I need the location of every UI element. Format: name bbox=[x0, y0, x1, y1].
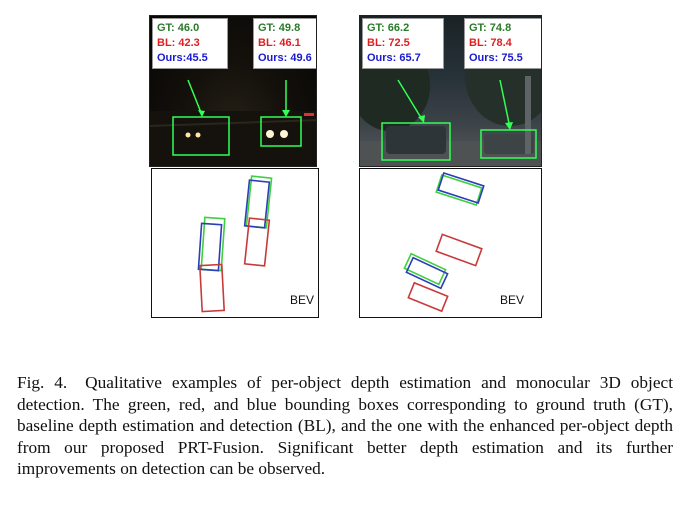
depth-label-box: GT: 66.2 BL: 72.5 Ours: 65.7 bbox=[362, 18, 444, 69]
left-bev-drawing bbox=[197, 175, 273, 313]
bl-value: BL: 72.5 bbox=[367, 37, 410, 49]
caption-text: Qualitative examples of per-object depth… bbox=[17, 373, 673, 478]
ours-value: Ours: 65.7 bbox=[367, 52, 421, 64]
gt-value: GT: 66.2 bbox=[367, 22, 410, 34]
gt-value: GT: 46.0 bbox=[157, 22, 200, 34]
ours-value: Ours: 49.6 bbox=[258, 52, 312, 64]
ours-value: Ours: 75.5 bbox=[469, 52, 523, 64]
detection-box-green bbox=[381, 122, 451, 161]
detection-box-green bbox=[260, 116, 302, 147]
left-bev-panel: BEV bbox=[151, 168, 319, 318]
detection-box-green bbox=[172, 116, 230, 156]
car-headlight bbox=[280, 130, 288, 138]
bev-box-ours bbox=[197, 222, 223, 272]
bev-box-bl bbox=[243, 217, 271, 267]
bev-label: BEV bbox=[290, 293, 315, 307]
bl-value: BL: 46.1 bbox=[258, 37, 301, 49]
pointer-arrow bbox=[499, 79, 511, 129]
ours-value: Ours:45.5 bbox=[157, 52, 208, 64]
parked-car bbox=[386, 126, 446, 154]
bev-box-ours bbox=[243, 179, 271, 229]
detection-box-green bbox=[480, 129, 537, 159]
gt-value: GT: 74.8 bbox=[469, 22, 512, 34]
bev-box-gt bbox=[435, 173, 483, 207]
arrow-head bbox=[418, 115, 425, 123]
gt-value: GT: 49.8 bbox=[258, 22, 301, 34]
left-scene-image: GT: 46.0 BL: 42.3 Ours:45.5 GT: 49.8 BL:… bbox=[149, 15, 317, 167]
bev-box-bl bbox=[198, 263, 226, 313]
tail-light bbox=[304, 113, 314, 116]
right-bev-drawing bbox=[403, 171, 485, 313]
bev-box-bl bbox=[435, 233, 483, 267]
figure-number: Fig. 4. bbox=[17, 373, 68, 392]
bev-box-gt bbox=[403, 252, 447, 286]
bev-box-ours bbox=[405, 256, 449, 290]
bl-value: BL: 78.4 bbox=[469, 37, 512, 49]
parked-car bbox=[484, 134, 534, 154]
bl-value: BL: 42.3 bbox=[157, 37, 200, 49]
pointer-arrow bbox=[397, 79, 424, 122]
arrow-head bbox=[282, 110, 290, 117]
car-headlight bbox=[185, 132, 191, 138]
depth-label-box: GT: 74.8 BL: 78.4 Ours: 75.5 bbox=[464, 18, 541, 69]
figure-caption: Fig. 4. Qualitative examples of per-obje… bbox=[17, 372, 673, 480]
arrow-head bbox=[198, 110, 205, 117]
bev-box-ours bbox=[437, 171, 485, 205]
right-scene-image: GT: 66.2 BL: 72.5 Ours: 65.7 GT: 74.8 BL… bbox=[359, 15, 542, 167]
arrow-head bbox=[505, 122, 513, 130]
left-scene-drawing bbox=[150, 79, 316, 166]
road-line bbox=[150, 119, 316, 127]
bev-box-bl bbox=[407, 281, 449, 313]
depth-label-box: GT: 49.8 BL: 46.1 Ours: 49.6 bbox=[253, 18, 316, 69]
bev-label: BEV bbox=[500, 293, 525, 307]
car-headlight bbox=[195, 132, 201, 138]
right-bev-panel: BEV bbox=[359, 168, 542, 318]
road bbox=[150, 111, 316, 166]
depth-label-box: GT: 46.0 BL: 42.3 Ours:45.5 bbox=[152, 18, 228, 69]
pole bbox=[525, 76, 531, 154]
car-headlight bbox=[266, 130, 274, 138]
pointer-arrow bbox=[187, 79, 203, 116]
